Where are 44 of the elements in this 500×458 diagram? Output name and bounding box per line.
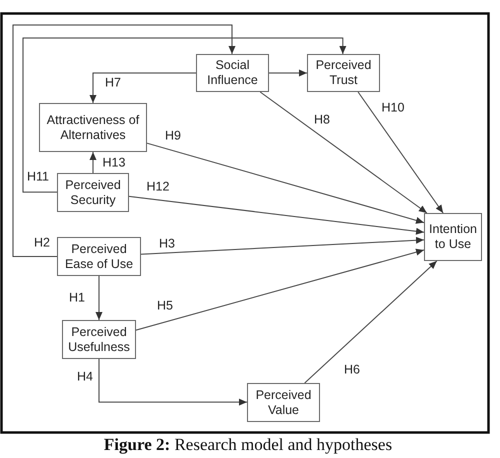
- arrow: [268, 70, 308, 76]
- edge-label: H9: [164, 130, 182, 142]
- edge-label: H6: [343, 364, 361, 376]
- construct-box: [196, 54, 269, 92]
- construct-box: [57, 173, 129, 212]
- edge-label: H8: [313, 114, 331, 126]
- arrow: [260, 92, 428, 214]
- arrow: [128, 196, 424, 235]
- edge-label: H2: [33, 236, 51, 250]
- construct-box: [424, 213, 482, 261]
- edge-label: H1: [68, 292, 86, 304]
- construct-label: Perceived Trust: [314, 58, 372, 88]
- construct-label: Intention to Use: [428, 222, 478, 252]
- construct-box: [57, 237, 141, 276]
- arrow: [140, 236, 424, 255]
- edge-label: H11: [26, 170, 50, 184]
- arrow: [146, 142, 424, 224]
- construct-box: [62, 320, 136, 359]
- edge-label: H3: [158, 238, 176, 250]
- construct-label: Perceived Ease of Use: [64, 242, 134, 272]
- arrow: [12, 24, 236, 257]
- construct-box: [247, 383, 320, 422]
- arrow: [98, 358, 248, 406]
- construct-box: [39, 103, 147, 152]
- arrow: [136, 248, 424, 331]
- edge-label: H12: [146, 180, 170, 194]
- construct-box: [307, 54, 380, 92]
- arrow: [90, 152, 96, 174]
- construct-label: Perceived Security: [64, 178, 122, 208]
- arrow: [304, 260, 438, 384]
- construct-label: Social Influence: [206, 58, 259, 88]
- figure-caption: Figure 2: Research model and hypotheses: [104, 435, 392, 455]
- edge-label: H5: [156, 300, 174, 312]
- construct-label: Perceived Value: [254, 388, 312, 418]
- construct-label: Attractiveness of Alternatives: [46, 112, 140, 142]
- edge-label: H4: [76, 370, 94, 384]
- arrow: [96, 276, 102, 320]
- arrow: [22, 38, 346, 193]
- edge-label: H7: [104, 76, 122, 90]
- construct-label: Perceived Usefulness: [67, 324, 131, 354]
- arrow: [90, 72, 196, 104]
- edge-label: H13: [102, 156, 126, 170]
- arrow: [358, 92, 444, 214]
- edge-label: H10: [380, 102, 406, 114]
